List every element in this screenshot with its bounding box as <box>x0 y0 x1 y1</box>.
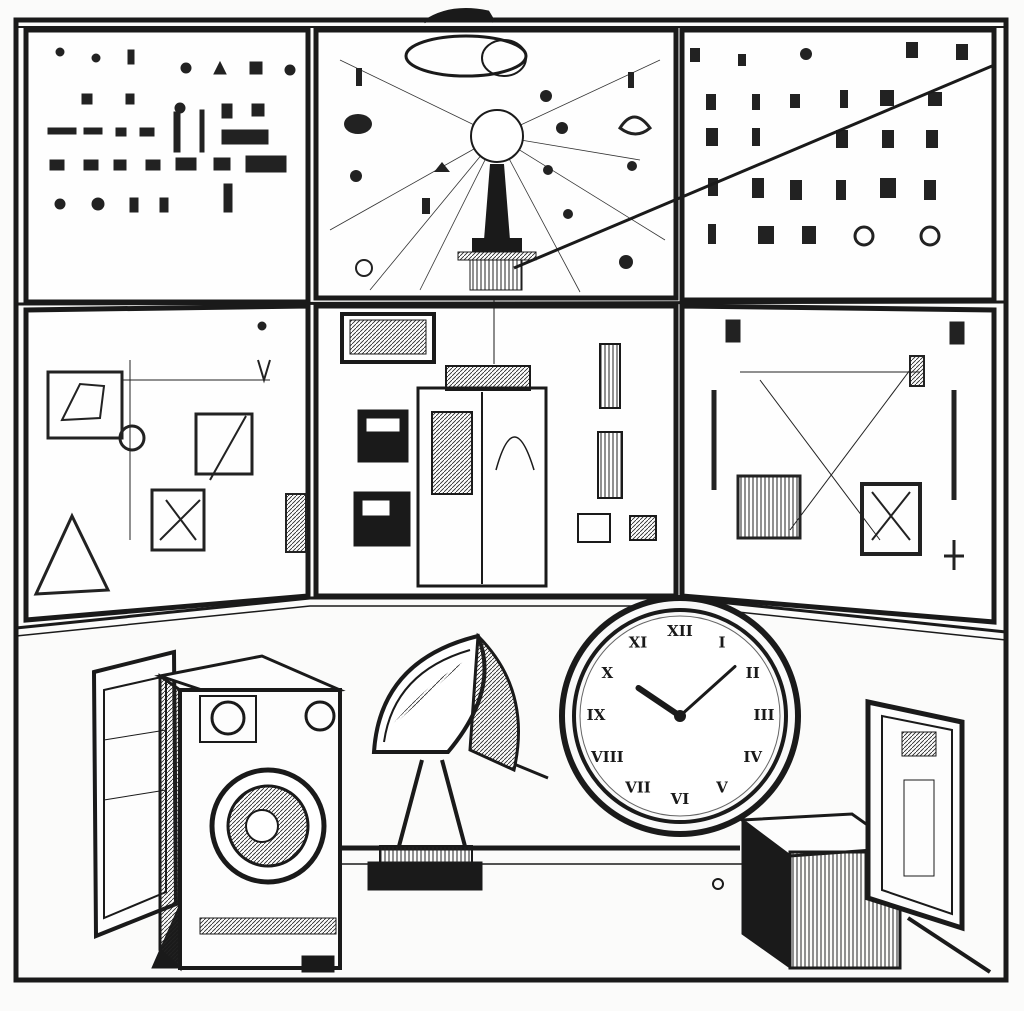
schematic-mid-center <box>340 300 657 588</box>
side-door <box>865 698 965 932</box>
schematic-mid-left <box>33 321 307 596</box>
clock-numeral: VII <box>624 779 651 797</box>
clock-numeral: XII <box>667 622 693 640</box>
panel-separators <box>15 300 1007 641</box>
hanging-lamp-sketch <box>404 8 528 78</box>
clock-center-pin <box>674 710 686 722</box>
clock-numeral: X <box>601 664 613 682</box>
clock-numeral: VI <box>670 790 690 808</box>
glyph-grid-top-center <box>344 68 653 277</box>
panel-top-right <box>679 27 997 303</box>
clock-numeral: IX <box>587 706 606 724</box>
sun-circle <box>470 109 524 163</box>
clock-numeral: III <box>753 706 774 724</box>
clock-numeral: II <box>746 664 760 682</box>
tower-structure <box>457 164 537 291</box>
outer-frame <box>13 17 1009 983</box>
diagonal-cable <box>513 64 993 270</box>
clock-hour-hand <box>635 685 683 719</box>
panel-mid-left <box>23 303 311 623</box>
clock-numeral: IV <box>743 748 762 766</box>
panel-mid-right <box>679 303 997 625</box>
clock-minute-hand <box>678 665 737 718</box>
clock-numeral: V <box>715 779 728 797</box>
clock-numeral: VIII <box>590 748 624 766</box>
clock-numeral: XI <box>629 633 648 651</box>
schematic-mid-right <box>711 319 965 570</box>
satellite-dish <box>367 632 549 891</box>
clock-numeral: I <box>718 633 725 651</box>
glyph-grid-top-left <box>47 47 296 213</box>
washing-machine <box>151 654 346 973</box>
glyph-grid-top-right <box>690 42 968 247</box>
